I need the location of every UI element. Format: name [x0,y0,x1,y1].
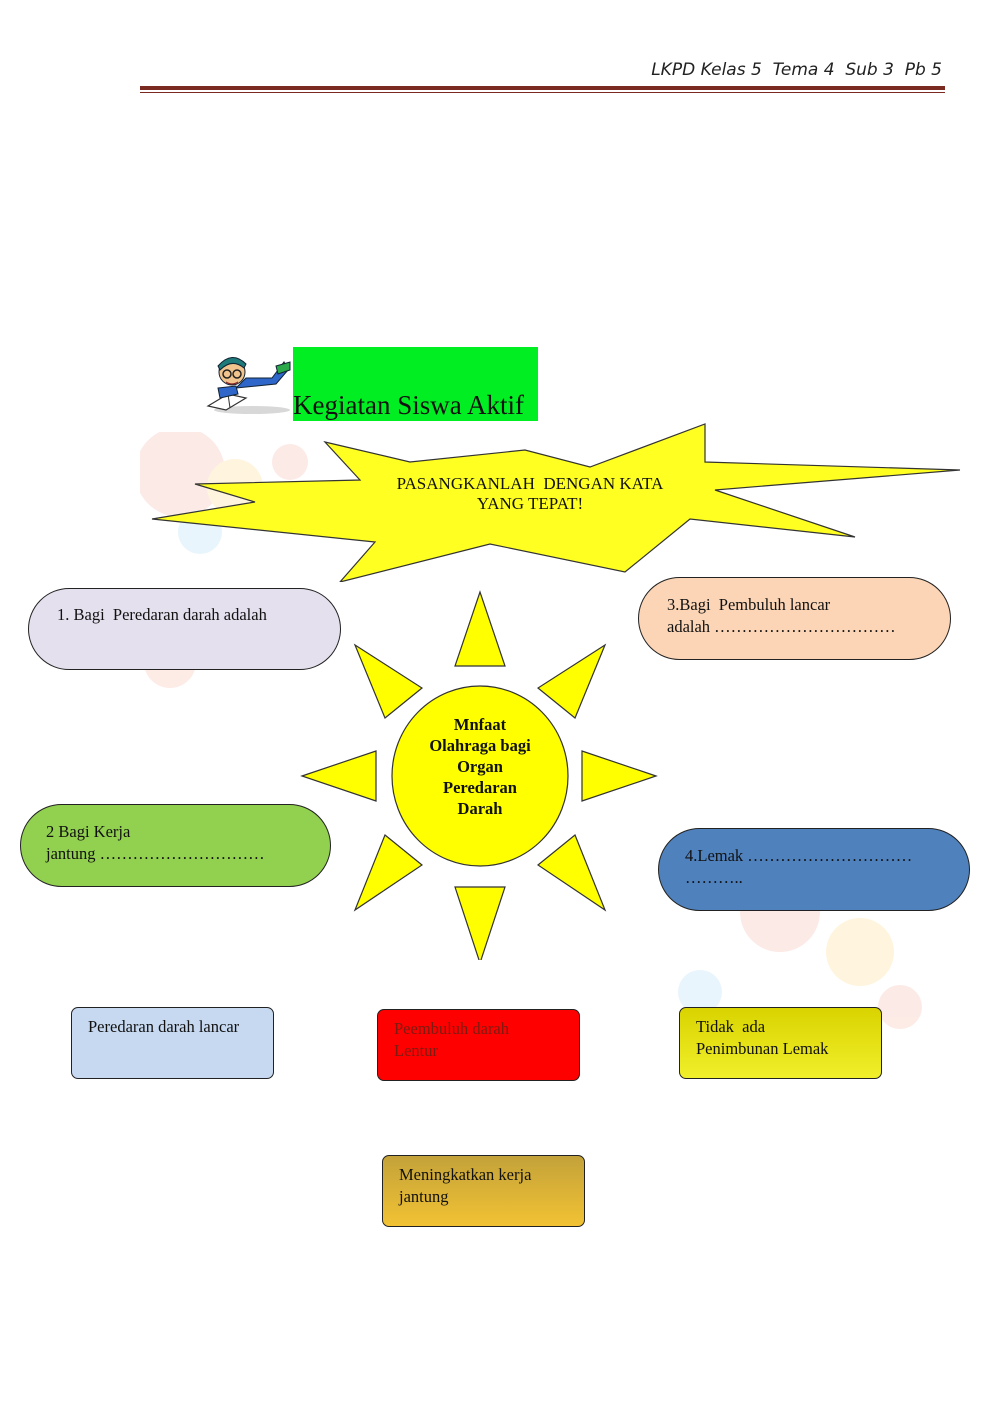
instruction-burst [151,423,961,582]
question-2-target[interactable]: 2 Bagi Kerja jantung ………………………… [20,804,331,887]
answer-4-line-2: jantung [399,1187,449,1206]
question-3-line-1: 3.Bagi Pembuluh lancar [667,595,831,614]
answer-3-line-1: Tidak ada [696,1017,766,1036]
question-4-line-2: ……….. [685,868,743,887]
center-line-4: Peredaran [443,778,517,797]
center-line-1: Mnfaat [453,715,507,734]
answer-card-pembuluh-darah-lentur[interactable]: Peembuluh darah Lentur [377,1009,580,1081]
activity-title: Kegiatan Siswa Aktif [293,390,524,420]
answer-3-line-2: Penimbunan Lemak [696,1039,829,1058]
instruction-line-1: PASANGKANLAH DENGAN KATA [396,474,664,493]
question-3-target[interactable]: 3.Bagi Pembuluh lancar adalah …………………………… [638,577,951,660]
sun-ray-bottom-left [353,834,424,912]
center-line-5: Darah [457,799,503,818]
header-rule-thin [140,92,945,93]
answer-card-meningkatkan-kerja-jantung[interactable]: Meningkatkan kerja jantung [382,1155,585,1227]
header-rule-thick [140,86,945,90]
sun-diagram [300,590,658,960]
reading-student-icon [206,357,291,414]
answer-4-line-1: Meningkatkan kerja [399,1165,532,1184]
center-topic: Mnfaat Olahraga bagi Organ Peredaran Dar… [400,714,560,819]
question-4-line-1: 4.Lemak ………………………… [685,846,913,865]
question-2-line-1: 2 Bagi Kerja [46,822,131,841]
title-highlight [293,347,538,421]
sun-ray-right [581,750,658,802]
question-4-target[interactable]: 4.Lemak ………………………… ……….. [658,828,970,911]
instruction-line-2: YANG TEPAT! [476,494,584,513]
sun-ray-top-right [536,643,607,719]
instruction-text: PASANGKANLAH DENGAN KATA YANG TEPAT! [360,474,700,514]
answer-card-tidak-ada-penimbunan-lemak[interactable]: Tidak ada Penimbunan Lemak [679,1007,882,1079]
sun-ray-left [300,750,377,802]
question-2-line-2: jantung ………………………… [46,844,265,863]
question-1-target[interactable]: 1. Bagi Peredaran darah adalah [28,588,341,670]
question-3-line-2: adalah …………………………… [667,617,896,636]
sun-ray-bottom [454,886,506,960]
answer-card-peredaran-darah-lancar[interactable]: Peredaran darah lancar [71,1007,274,1079]
document-header: LKPD Kelas 5 Tema 4 Sub 3 Pb 5 [651,60,942,80]
sun-ray-top-left [353,643,424,719]
sun-ray-bottom-right [536,834,607,912]
sun-center [391,685,569,867]
question-1-line-1: 1. Bagi Peredaran darah adalah [57,605,267,624]
center-line-2: Olahraga bagi [429,736,531,755]
center-line-3: Organ [457,757,503,776]
sun-ray-top [454,590,506,667]
answer-2-line-1: Peembuluh darah [394,1019,510,1038]
answer-2-line-2: Lentur [394,1041,438,1060]
answer-1-line-1: Peredaran darah lancar [88,1017,240,1036]
